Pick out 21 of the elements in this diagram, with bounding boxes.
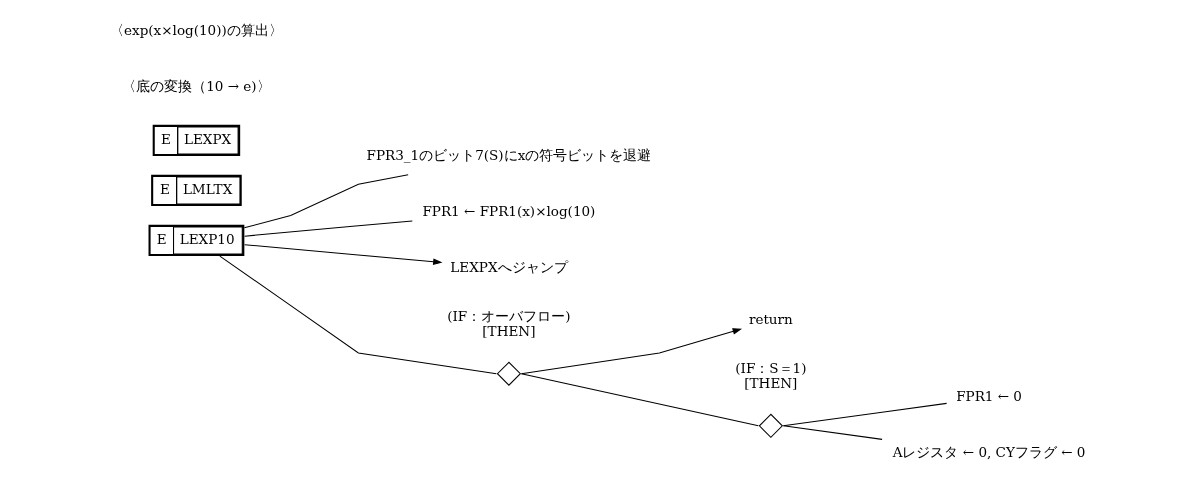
node-text: return xyxy=(748,311,793,328)
connector xyxy=(243,174,409,229)
node-label: [THEN] xyxy=(481,322,535,339)
connector xyxy=(782,425,883,440)
node-diamond xyxy=(496,361,521,386)
label: 〈exp(x×log(10))の算出〉 xyxy=(109,21,283,38)
connector xyxy=(520,373,759,427)
node-text: Aレジスタ ← 0, CYフラグ ← 0 xyxy=(892,444,1085,461)
arrow xyxy=(243,244,442,266)
node-label: (IF：オーバフロー) xyxy=(446,308,571,325)
node-text: FPR3_1のビット7(S)にxの符号ビットを退避 xyxy=(366,146,651,163)
node-text: FPR1 ← FPR1(x)×log(10) xyxy=(421,202,595,219)
connector xyxy=(243,220,413,237)
arrow xyxy=(520,328,742,375)
node-text: LEXPXへジャンプ xyxy=(449,259,568,276)
connector xyxy=(218,255,497,375)
node-text: FPR1 ← 0 xyxy=(955,388,1022,405)
node-diamond xyxy=(758,413,783,438)
node-label: [THEN] xyxy=(743,374,797,391)
node-label: (IF：S＝1) xyxy=(734,360,806,377)
label: 〈底の変換（10 → e)〉 xyxy=(121,77,271,94)
